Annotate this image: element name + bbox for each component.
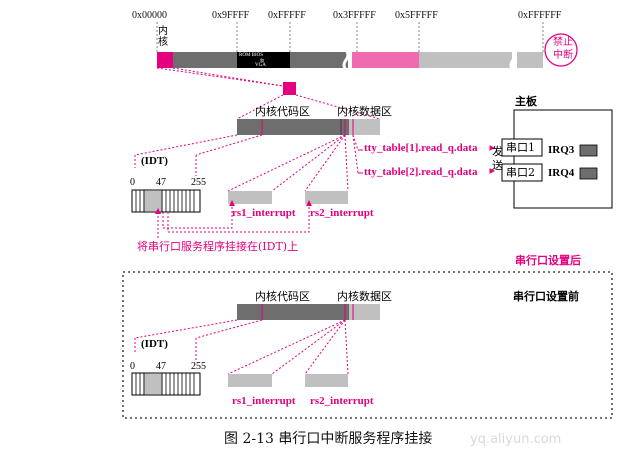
after-panel <box>131 109 613 238</box>
before-kernel-code-label: 内核代码区 <box>255 290 310 303</box>
before-panel <box>131 304 380 396</box>
tty1-buffer-label: tty_table[1].read_q.data <box>364 142 478 154</box>
before-idt-index-47: 47 <box>156 361 166 372</box>
hook-note: 将串行口服务程序挂接在(IDT)上 <box>137 240 299 253</box>
idt-index-0: 0 <box>130 177 135 188</box>
no-interrupt-line2: 中断 <box>553 50 573 61</box>
kernel-code-label: 内核代码区 <box>255 105 310 118</box>
kernel-label: 内核 <box>158 26 168 48</box>
kernel-code-bar <box>237 119 341 135</box>
rom-bios-segment <box>237 52 290 68</box>
figure-caption: 图 2-13 串行口中断服务程序挂接 <box>224 431 433 447</box>
before-kernel-code-bar <box>237 304 341 320</box>
rs2-interrupt-label: rs2_interrupt <box>310 207 374 219</box>
main-memory-segment <box>419 52 512 68</box>
after-panel-title: 串行口设置后 <box>515 254 581 267</box>
idt-index-255: 255 <box>191 177 206 188</box>
before-rs1-interrupt-box <box>228 374 272 387</box>
before-idt-index-0: 0 <box>130 361 135 372</box>
conventional-memory-segment <box>173 52 237 68</box>
before-kernel-data-bar <box>349 304 380 320</box>
irq4-label: IRQ4 <box>548 167 575 179</box>
serial-port-2 <box>501 163 543 182</box>
zoom-indicator <box>283 82 296 95</box>
send-label-2: 送 <box>492 159 503 172</box>
before-rs2-interrupt-label: rs2_interrupt <box>310 395 374 407</box>
idt-label: (IDT) <box>141 155 168 167</box>
port1-label: 串口1 <box>506 141 535 154</box>
irq4-indicator <box>579 167 598 180</box>
mainboard-label: 主板 <box>515 95 537 108</box>
kernel-data-bar <box>349 119 380 135</box>
kernel-segment <box>157 52 173 68</box>
no-interrupt-line1: 禁止 <box>553 37 573 48</box>
rs1-interrupt-box <box>228 191 272 204</box>
before-rs2-interrupt-box <box>305 374 348 387</box>
before-idt-index-255: 255 <box>191 361 206 372</box>
address-0x3fffff: 0x3FFFFF <box>333 10 376 21</box>
rs1-interrupt-label: rs1_interrupt <box>232 207 296 219</box>
ramdisk-segment <box>352 52 419 68</box>
memory-bar <box>156 22 578 71</box>
before-panel-frame <box>122 271 613 419</box>
rs2-interrupt-box <box>305 191 348 204</box>
kernel-data-label: 内核数据区 <box>337 105 392 118</box>
address-0xffffff: 0xFFFFFF <box>518 10 562 21</box>
serial-port-1 <box>501 138 543 157</box>
vga-label: VGA <box>255 63 266 68</box>
address-0x5fffff: 0x5FFFFF <box>395 10 438 21</box>
mainboard-box <box>513 109 613 209</box>
irq3-label: IRQ3 <box>548 144 575 156</box>
send-label-1: 发 <box>492 145 503 158</box>
main-memory-tail-segment <box>517 52 543 68</box>
extended-memory-segment <box>290 52 348 68</box>
address-0xfffff: 0xFFFFF <box>268 10 306 21</box>
tty2-buffer-label: tty_table[2].read_q.data <box>364 166 478 178</box>
before-kernel-data-label: 内核数据区 <box>337 290 392 303</box>
port2-label: 串口2 <box>506 166 535 179</box>
rom-bios-label: ROM BIOS <box>239 53 264 58</box>
rom-and-label: 和 <box>260 58 264 63</box>
address-0x9ffff: 0x9FFFF <box>212 10 250 21</box>
watermark: yq.aliyun.com <box>470 432 562 447</box>
irq3-indicator <box>579 144 598 157</box>
no-interrupt-badge <box>544 33 578 67</box>
before-idt-label: (IDT) <box>141 338 168 350</box>
idt-index-47: 47 <box>156 177 166 188</box>
before-rs1-interrupt-label: rs1_interrupt <box>232 395 296 407</box>
before-panel-title: 串行口设置前 <box>513 290 579 303</box>
zoom-lines <box>156 67 381 120</box>
address-0x00000: 0x00000 <box>132 10 167 21</box>
